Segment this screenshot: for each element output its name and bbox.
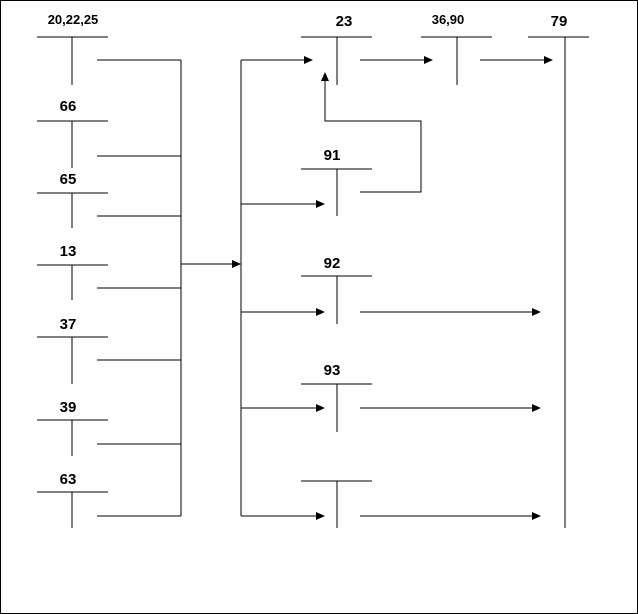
node-36-90: 36,90 <box>421 12 492 85</box>
node-label: 65 <box>60 171 77 188</box>
distribution-bus <box>240 56 325 520</box>
node-label: 20,22,25 <box>48 12 99 27</box>
node-23: 23 <box>301 13 372 85</box>
node-label: 66 <box>60 98 77 115</box>
node-93: 93 <box>301 362 372 432</box>
node-label: 37 <box>60 316 77 333</box>
node-20-22-25: 20,22,25 <box>37 12 108 85</box>
node-label: 91 <box>324 147 341 164</box>
node-label: 79 <box>551 13 568 30</box>
node-79: 79 <box>528 13 589 528</box>
node-39: 39 <box>37 399 108 456</box>
node-label: 39 <box>60 399 77 416</box>
node-label: 63 <box>60 471 77 488</box>
node-unlabeled <box>301 480 372 528</box>
node-91: 91 <box>301 147 372 216</box>
node-66: 66 <box>37 98 108 168</box>
node-label: 36,90 <box>432 12 465 27</box>
node-label: 92 <box>324 255 341 272</box>
node-label: 93 <box>324 362 341 379</box>
node-65: 65 <box>37 171 108 228</box>
left-collector <box>97 59 182 517</box>
node-13: 13 <box>37 243 108 300</box>
node-92: 92 <box>301 255 372 324</box>
node-37: 37 <box>37 316 108 384</box>
node-label: 13 <box>60 243 77 260</box>
node-label: 23 <box>336 13 353 30</box>
feedback-91-to-23 <box>321 72 422 193</box>
node-63: 63 <box>37 471 108 528</box>
